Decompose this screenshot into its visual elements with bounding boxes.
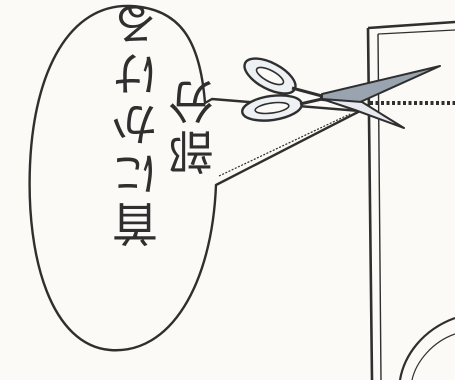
scissors-icon bbox=[241, 57, 441, 129]
paper-inner-top bbox=[377, 29, 455, 35]
scissors-handle-bottom-hole bbox=[254, 101, 290, 115]
scissors-handle-top-hole bbox=[255, 66, 285, 86]
scissors-blade-bottom bbox=[321, 98, 405, 129]
scissors-blade-top bbox=[321, 65, 441, 104]
scissors-shank-top bbox=[291, 86, 323, 98]
bubble-label-line2: 部分 bbox=[167, 76, 221, 176]
bubble-label-line1: 首にかける bbox=[111, 0, 165, 248]
speech-bubble bbox=[28, 4, 362, 352]
bubble-label: 首にかける 部分 bbox=[54, 0, 221, 322]
paper-top-edge bbox=[367, 20, 455, 30]
lower-curve-inner bbox=[411, 333, 455, 380]
paper-left-edge bbox=[366, 27, 374, 380]
lower-curve-fragment bbox=[398, 316, 455, 380]
bubble-pointer-shadow bbox=[218, 113, 351, 177]
scissors-shank-bottom bbox=[299, 97, 323, 106]
